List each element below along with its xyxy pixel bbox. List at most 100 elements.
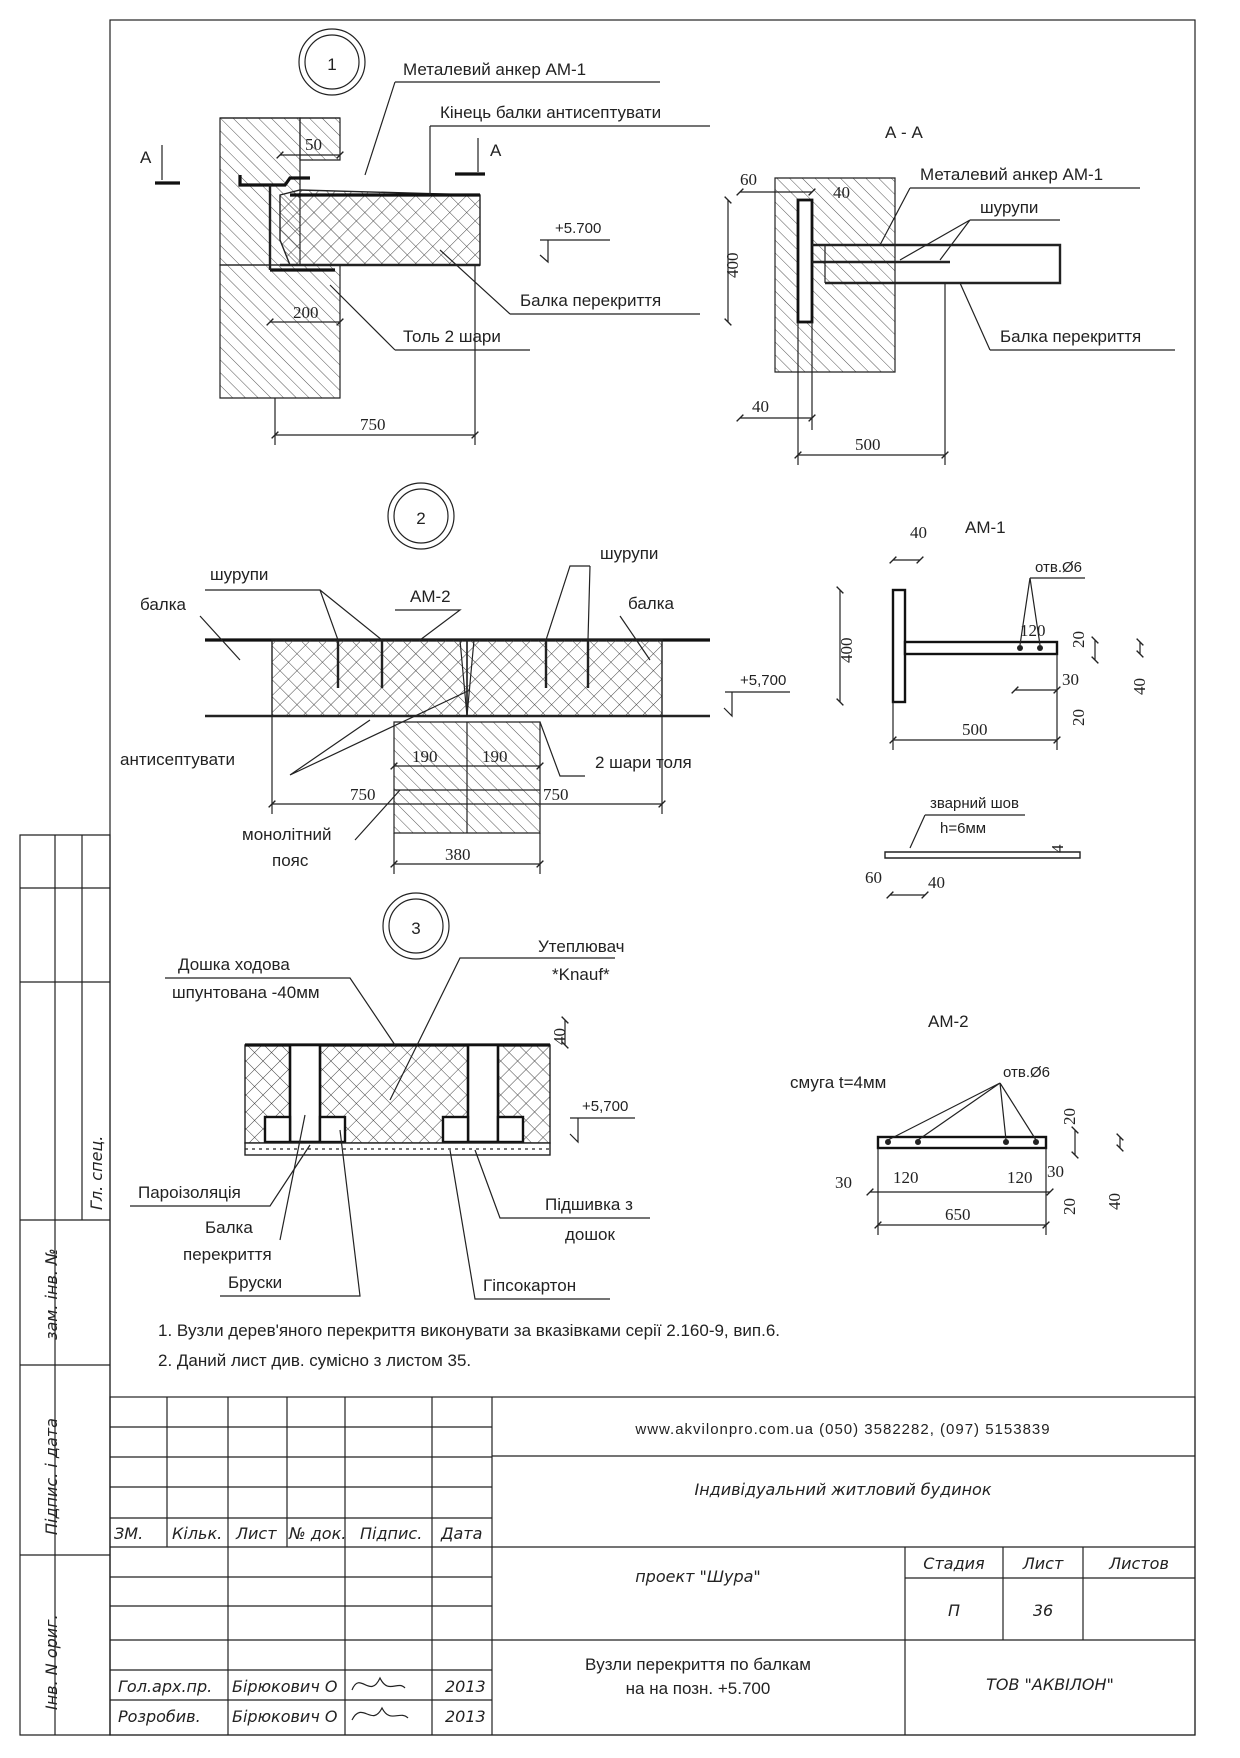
svg-text:750: 750	[543, 785, 569, 804]
col-qty: Кільк.	[172, 1524, 222, 1543]
dim-50: 50	[305, 135, 322, 154]
detail-2-marker	[387, 482, 455, 550]
svg-text:2: 2	[416, 509, 425, 528]
svg-text:3: 3	[411, 919, 420, 938]
svg-text:4: 4	[1048, 844, 1067, 853]
col-date: Дата	[440, 1524, 482, 1543]
company: ТОВ "АКВІЛОН"	[986, 1675, 1114, 1694]
svg-text:Утеплювач: Утеплювач	[538, 937, 625, 956]
dim-750: 750	[360, 415, 386, 434]
svg-text:120: 120	[893, 1168, 919, 1187]
svg-text:40: 40	[833, 183, 850, 202]
svg-text:+5,700: +5,700	[582, 1098, 628, 1115]
svg-text:30: 30	[835, 1173, 852, 1192]
svg-text:*Knauf*: *Knauf*	[552, 965, 610, 984]
beam-label: Балка перекриття	[520, 291, 661, 310]
beam-right	[466, 639, 663, 717]
col-zm: ЗМ.	[114, 1524, 143, 1543]
stamp-main-spec: Гл. спец.	[87, 1136, 106, 1210]
section-aa: А - А 60 40 400 40 500 Металевий анкер А…	[723, 123, 1175, 465]
website: www.akvilonpro.com.ua (050) 3582282, (09…	[634, 1421, 1050, 1438]
svg-text:20: 20	[1069, 631, 1088, 648]
svg-text:30: 30	[1062, 670, 1079, 689]
aa-beam-label: Балка перекриття	[1000, 327, 1141, 346]
svg-text:20: 20	[1060, 1108, 1079, 1125]
level-5700: +5.700	[555, 220, 601, 237]
antiseptic-label: антисептувати	[120, 750, 235, 769]
dim-200: 200	[293, 303, 319, 322]
side-stamp: Гл. спец. зам. інв. № Підпис. і дата Інв…	[19, 834, 111, 1736]
svg-text:h=6мм: h=6мм	[940, 820, 986, 837]
section-beam	[812, 243, 1062, 285]
aa-screws-label: шурупи	[980, 198, 1038, 217]
beam-end-label: Кінець балки антисептувати	[440, 103, 661, 122]
project-name: проект "Шура"	[635, 1567, 761, 1586]
svg-text:Бруски: Бруски	[228, 1273, 282, 1292]
col-sign: Підпис.	[360, 1524, 422, 1543]
svg-text:перекриття: перекриття	[183, 1245, 272, 1264]
anchor-plate	[796, 198, 814, 324]
sheet-label: Лист	[1022, 1554, 1064, 1573]
svg-text:40: 40	[1105, 1193, 1124, 1210]
svg-text:400: 400	[723, 253, 742, 279]
stage-value: П	[948, 1601, 960, 1620]
person-2-date: 2013	[445, 1707, 486, 1726]
svg-text:500: 500	[962, 720, 988, 739]
am2-label: АМ-2	[410, 587, 451, 606]
detail-1-marker	[298, 28, 366, 96]
svg-text:А: А	[490, 141, 502, 160]
col-doc: № док.	[288, 1524, 346, 1543]
svg-text:Дошка ходова: Дошка ходова	[178, 955, 290, 974]
svg-text:+5,700: +5,700	[740, 672, 786, 689]
am1-detail: АМ-1 40 отв.Ø6 400 120 30 20 20 40 500	[836, 518, 1149, 750]
svg-text:отв.Ø6: отв.Ø6	[1003, 1064, 1050, 1081]
sheet-value: 36	[1033, 1601, 1053, 1620]
svg-text:650: 650	[945, 1205, 971, 1224]
am2-detail: АМ-2 смуга t=4мм отв.Ø6 20 30 120 120 30…	[790, 1012, 1124, 1235]
drawing-title-2: на на позн. +5.700	[626, 1679, 771, 1698]
signature-1	[351, 1676, 406, 1691]
stamp-replaced: зам. інв. №	[42, 1248, 61, 1340]
svg-text:шпунтована -40мм: шпунтована -40мм	[172, 983, 320, 1002]
person-1-date: 2013	[445, 1677, 486, 1696]
svg-text:500: 500	[855, 435, 881, 454]
signature-2	[351, 1706, 409, 1721]
beam-a	[288, 1043, 322, 1144]
svg-text:балка: балка	[628, 594, 675, 613]
detail-1: 1 А А 50 200 750 +5.700 Металевий ан	[140, 28, 710, 445]
svg-text:20: 20	[1060, 1198, 1079, 1215]
section-aa-title: А - А	[885, 123, 923, 142]
weld-detail: зварний шов h=6мм 4 60 40	[865, 795, 1081, 899]
aa-anchor-label: Металевий анкер АМ-1	[920, 165, 1103, 184]
am2-title: АМ-2	[928, 1012, 969, 1031]
svg-text:шурупи: шурупи	[210, 565, 268, 584]
svg-text:30: 30	[1047, 1162, 1064, 1181]
stamp-signed-date: Підпис. і дата	[42, 1418, 61, 1535]
person-1-role: Гол.арх.пр.	[118, 1677, 212, 1696]
detail-3-marker	[382, 892, 450, 960]
svg-text:120: 120	[1007, 1168, 1033, 1187]
drawing-title: Вузли перекриття по балкам	[585, 1655, 811, 1674]
detail-3: 3 Дошка ходова шпунтована -40мм Утеплюва…	[130, 892, 650, 1300]
am1-title: АМ-1	[965, 518, 1006, 537]
svg-text:Балка: Балка	[205, 1218, 253, 1237]
building-title: Індивідуальний житловий будинок	[694, 1480, 991, 1499]
svg-text:190: 190	[482, 747, 508, 766]
svg-text:120: 120	[1020, 621, 1046, 640]
col-sheet: Лист	[235, 1524, 277, 1543]
person-2-name: Бірюкович О	[232, 1707, 337, 1726]
svg-text:Пароізоляція: Пароізоляція	[138, 1183, 241, 1202]
stage-label: Стадия	[923, 1554, 985, 1573]
person-2-role: Розробив.	[118, 1707, 201, 1726]
wall-lower	[219, 264, 341, 399]
title-block: ЗМ. Кільк. Лист № док. Підпис. Дата Гол.…	[109, 1396, 1196, 1736]
sheets-label: Листов	[1108, 1554, 1169, 1573]
beam-b	[466, 1043, 500, 1144]
svg-text:40: 40	[1130, 678, 1149, 695]
note-2: 2. Даний лист див. сумісно з листом 35.	[158, 1351, 471, 1370]
svg-text:отв.Ø6: отв.Ø6	[1035, 559, 1082, 576]
svg-text:монолітний: монолітний	[242, 825, 331, 844]
svg-text:Гіпсокартон: Гіпсокартон	[483, 1276, 576, 1295]
